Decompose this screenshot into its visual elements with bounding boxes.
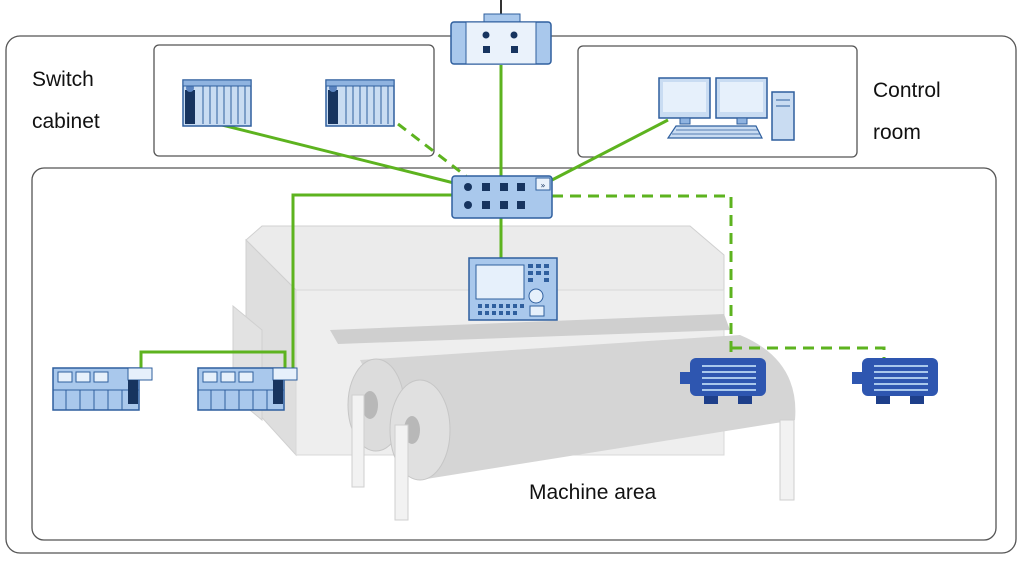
link-cabinet-controller-2: [397, 122, 467, 178]
top-switch: [450, 13, 552, 65]
switch-cabinet-label-line1: Switch: [32, 68, 94, 91]
machine-area-label: Machine area: [529, 481, 657, 504]
control-room-label-line1: Control: [873, 79, 941, 102]
motor-2: [852, 358, 938, 404]
network-lines: [139, 65, 886, 372]
switch-cabinet-label-line2: cabinet: [32, 110, 100, 133]
pc-workstation: [658, 77, 795, 141]
switch-cabinet-box: [153, 44, 435, 157]
control-room-label-line2: room: [873, 121, 921, 144]
svg-text:»: »: [541, 181, 546, 190]
link-motor-1: [552, 194, 733, 356]
controller-cabinet-2: [325, 79, 395, 127]
link-cabinet-controller-1: [209, 120, 467, 188]
main-switch: »: [451, 175, 553, 219]
io-module-1: [52, 367, 153, 411]
link-io-module-2: [291, 193, 452, 372]
operator-panel: [468, 257, 558, 321]
link-control-room-pc: [551, 118, 669, 182]
link-io-module-1: [139, 350, 287, 372]
link-motor-2: [731, 346, 886, 360]
controller-cabinet-1: [182, 79, 252, 127]
io-module-2: [197, 367, 298, 411]
motor-1: [680, 358, 766, 404]
